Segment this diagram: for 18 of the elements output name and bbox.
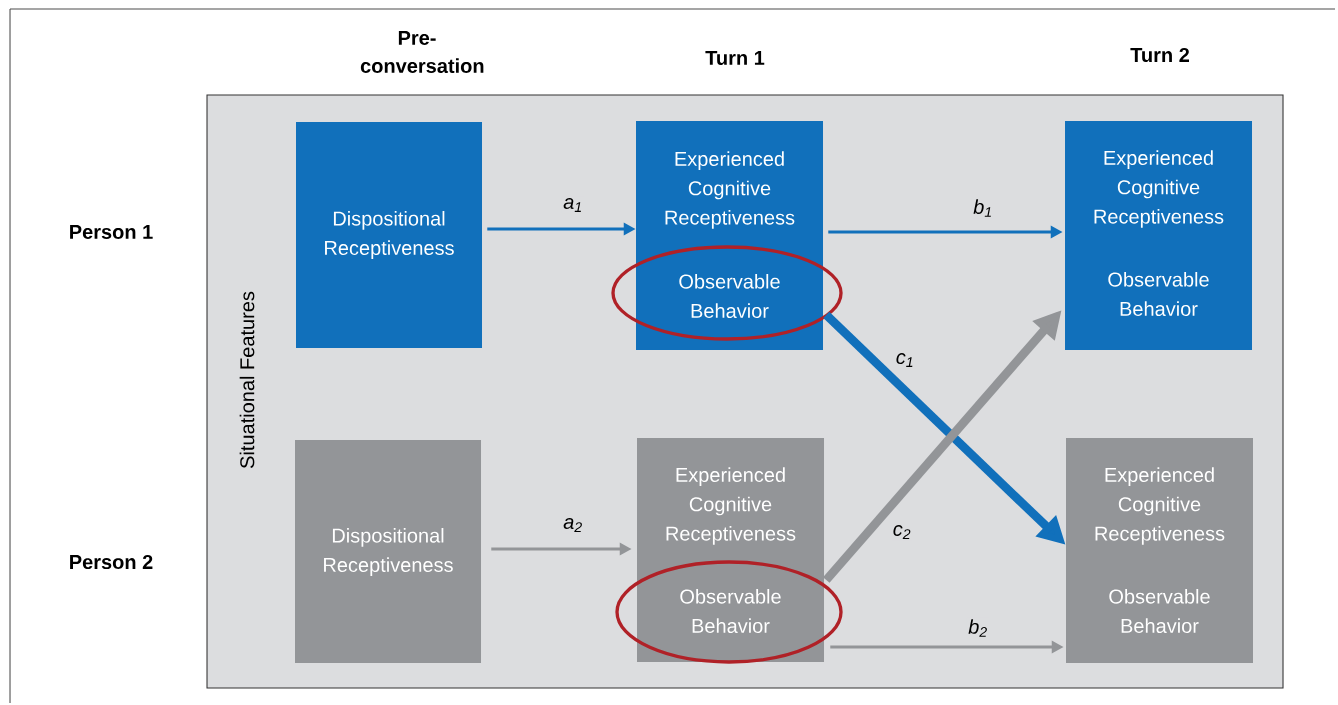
edge-label: a$_{2}$ (563, 518, 582, 532)
heading: Person 1 (70, 225, 153, 239)
variable-box: Dispositional Receptiveness (295, 440, 481, 663)
variable-box: Experienced Cognitive Receptiveness Observable Behavior (1065, 121, 1252, 350)
heading: Pre-conversation (360, 31, 484, 73)
edge-label: b$_{2}$ (968, 619, 987, 637)
heading: Turn 1 (705, 51, 765, 65)
edge-label: b$_{1}$ (973, 199, 991, 217)
heading: Turn 2 (1130, 47, 1189, 63)
panel-label: Situational Features (239, 291, 255, 469)
heading: Person 2 (70, 554, 153, 570)
edge-label: c$_{1}$ (896, 353, 913, 367)
edge-label: a$_{1}$ (563, 198, 581, 212)
edge-label: c$_{2}$ (893, 525, 911, 539)
variable-box: Experienced Cognitive Receptiveness Observable Behavior (637, 438, 824, 662)
variable-box: Experienced Cognitive Receptiveness Observable Behavior (636, 121, 823, 350)
variable-box: Experienced Cognitive Receptiveness Observable Behavior (1066, 438, 1253, 663)
variable-box: Dispositional Receptiveness (296, 122, 482, 348)
